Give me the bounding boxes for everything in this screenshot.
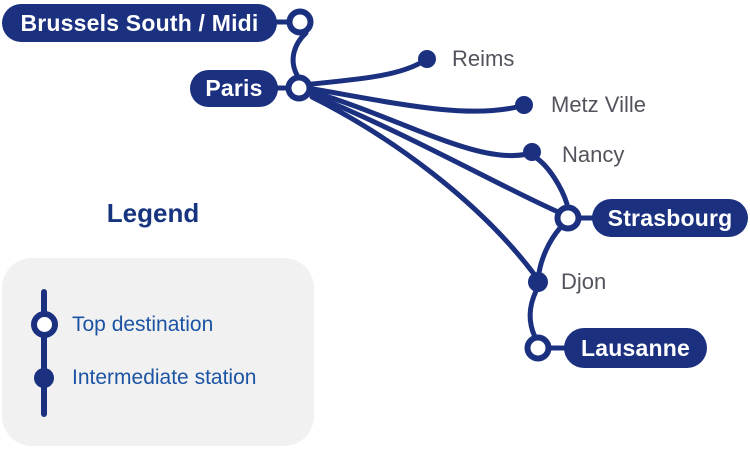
route-brussels-paris (290, 30, 309, 78)
intermediate-station-dot-metz-ville (515, 96, 533, 114)
station-label-metz-ville: Metz Ville (551, 92, 646, 117)
station-label-reims: Reims (452, 46, 515, 71)
top-destination-node-paris (285, 74, 313, 102)
top-destination-node-strasbourg (554, 204, 582, 232)
legend-route-line-sample (41, 289, 47, 417)
intermediate-station-dot-reims (418, 50, 436, 68)
legend-entry-intermediate-station: Intermediate station (72, 366, 257, 389)
legend-title: Legend (106, 198, 200, 228)
top-destination-icon (31, 311, 58, 338)
route-paris-reims (309, 59, 425, 87)
route-nancy-strasbourg (532, 154, 570, 207)
route-strasbourg-djon (536, 225, 563, 276)
station-pill-brussels[interactable]: Brussels South / Midi (2, 4, 277, 42)
top-destination-node-lausanne (524, 334, 552, 362)
station-pill-lausanne[interactable]: Lausanne (564, 328, 707, 368)
legend-entry-top-destination: Top destination (72, 313, 214, 336)
route-paris-strasbourg (310, 92, 559, 214)
route-paris-metz-ville (310, 86, 520, 114)
station-label-nancy: Nancy (562, 142, 625, 167)
station-label-djon: Djon (561, 269, 607, 294)
legend-box: Top destination Intermediate station (2, 258, 314, 446)
route-paris-nancy (310, 89, 530, 159)
intermediate-station-icon (34, 368, 54, 388)
intermediate-station-dot-nancy (523, 143, 541, 161)
station-pill-strasbourg[interactable]: Strasbourg (592, 199, 748, 237)
route-djon-lausanne (527, 288, 539, 340)
intermediate-station-dot-djon (528, 272, 548, 292)
station-pill-paris[interactable]: Paris (190, 70, 278, 107)
route-paris-djon (309, 94, 537, 277)
top-destination-node-brussels (286, 8, 314, 36)
